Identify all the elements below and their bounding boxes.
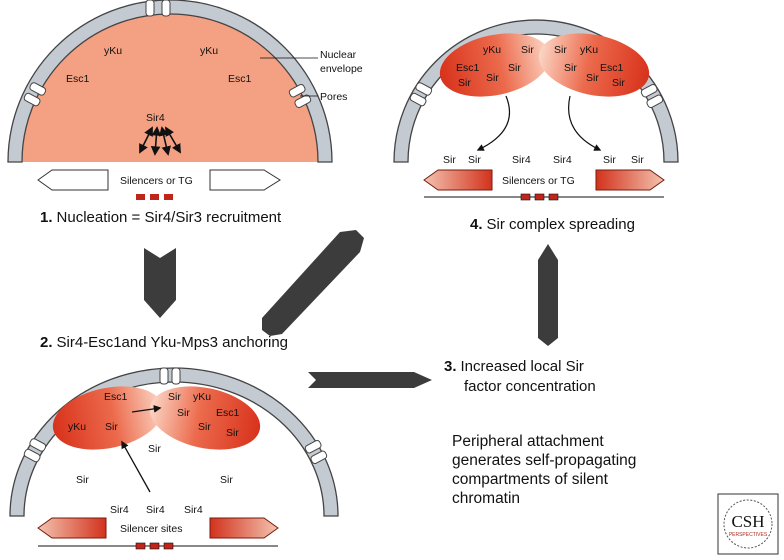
sir4-recruit-arrow — [121, 440, 151, 493]
silencer-arrow-right — [209, 517, 279, 539]
silencer-boxes — [135, 542, 174, 550]
silencers-label: Silencers or TG — [502, 175, 575, 187]
summary-note: Peripheral attachment generates self-pro… — [452, 432, 672, 508]
sir-label: Sir — [220, 474, 233, 486]
esc1-label: Esc1 — [216, 407, 240, 419]
silencers-label: Silencers or TG — [120, 175, 193, 187]
nuclear-envelope — [7, 0, 333, 163]
big-arrows — [144, 230, 558, 388]
sir-label: Sir — [168, 391, 181, 403]
yku-label: yKu — [68, 421, 86, 433]
sir-complex-blob-left — [439, 33, 551, 97]
sir-complex-blob-right — [538, 33, 650, 97]
silencer-boxes — [520, 193, 559, 201]
nuclear-pore — [145, 0, 171, 17]
sir-label: Sir — [76, 474, 89, 486]
svg-text:PERSPECTIVES: PERSPECTIVES — [729, 532, 768, 538]
nuclear-pore — [640, 83, 664, 109]
silencer-sites-label: Silencer sites — [120, 523, 182, 535]
step-2-caption: 2.Sir4-Esc1and Yku-Mps3 anchoring — [40, 334, 289, 351]
silencer-boxes — [136, 194, 173, 200]
sir-label: Sir — [486, 72, 499, 84]
sir-label: Sir — [631, 154, 644, 166]
sir-label: Sir — [198, 421, 211, 433]
nuclear-pore — [23, 438, 47, 463]
esc1-label: Esc1 — [66, 73, 90, 85]
sir-complex-blob-left — [52, 386, 164, 450]
spreading-arrow-right — [568, 95, 602, 151]
silencer-arrow-right — [209, 169, 281, 191]
nuclear-envelope-label: Nuclear — [320, 49, 357, 61]
sir-label: Sir — [508, 62, 521, 74]
sir-label: Sir — [443, 154, 456, 166]
nuclear-pore — [23, 82, 47, 107]
esc1-label: Esc1 — [600, 62, 624, 74]
yku-label: yKu — [104, 45, 122, 57]
sir4-label: Sir4 — [110, 504, 129, 516]
nuclear-pore — [288, 83, 312, 109]
nuclear-pore — [159, 367, 181, 385]
sir-binding-arrow — [131, 405, 162, 413]
yku-label: yKu — [193, 391, 211, 403]
arrow-step3-to-step4 — [538, 244, 558, 346]
summary-line: compartments of silent — [452, 471, 608, 488]
recruitment-arrows — [139, 126, 181, 156]
yku-label: yKu — [200, 45, 218, 57]
arrow-step2-to-step4 — [262, 230, 364, 336]
pores-label: Pores — [320, 91, 347, 103]
sir-label: Sir — [554, 44, 567, 56]
spreading-arrow-left — [476, 95, 511, 151]
panel-4-spreading: yKu Sir Esc1 Sir Sir Sir Sir yKu Sir Esc… — [393, 19, 679, 201]
sir-label: Sir — [458, 77, 471, 89]
sir-label: Sir — [612, 77, 625, 89]
silencer-arrow-right — [595, 169, 665, 191]
step-4-caption: 4.Sir complex spreading — [470, 216, 635, 233]
nucleus-interior — [22, 14, 318, 162]
sir-label: Sir — [521, 44, 534, 56]
sir-label: Sir — [603, 154, 616, 166]
sir4-label: Sir4 — [553, 154, 572, 166]
sir-label: Sir — [177, 407, 190, 419]
silencer-arrow-left — [37, 517, 107, 539]
yku-label: yKu — [580, 44, 598, 56]
sir4-label: Sir4 — [184, 504, 203, 516]
arrow-step1-to-step2 — [144, 248, 176, 318]
sir-label: Sir — [226, 427, 239, 439]
summary-line: Peripheral attachment — [452, 433, 604, 450]
silencer-arrow-left — [423, 169, 493, 191]
esc1-label: Esc1 — [104, 391, 128, 403]
sir4-label: Sir4 — [512, 154, 531, 166]
sir-label: Sir — [564, 62, 577, 74]
sir4-label: Sir4 — [146, 504, 165, 516]
sir-label: Sir — [148, 443, 161, 455]
esc1-label: Esc1 — [228, 73, 252, 85]
arrow-step2-to-step3 — [308, 372, 432, 388]
sir-label: Sir — [468, 154, 481, 166]
yku-label: yKu — [483, 44, 501, 56]
nuclear-pore — [304, 439, 328, 465]
panel-1-nucleation: yKu yKu Esc1 Esc1 Sir4 Nuclear envelope … — [7, 0, 363, 200]
esc1-label: Esc1 — [456, 62, 480, 74]
nuclear-envelope-label-2: envelope — [320, 63, 363, 75]
silencer-arrow-left — [37, 169, 109, 191]
summary-line: generates self-propagating — [452, 452, 637, 469]
nuclear-pore — [409, 82, 433, 107]
summary-line: chromatin — [452, 490, 521, 507]
csh-perspectives-logo: CSH PERSPECTIVES — [717, 493, 779, 555]
svg-text:CSH: CSH — [731, 512, 764, 531]
sir-label: Sir — [105, 421, 118, 433]
panel-2-anchoring: Esc1 yKu Sir Sir yKu Sir Esc1 Sir Sir Si… — [9, 367, 339, 550]
sir-complex-blob-right — [149, 386, 261, 450]
step-1-caption: 1.Nucleation = Sir4/Sir3 recruitment — [40, 209, 282, 226]
sir4-label: Sir4 — [146, 112, 165, 124]
sir-label: Sir — [586, 72, 599, 84]
